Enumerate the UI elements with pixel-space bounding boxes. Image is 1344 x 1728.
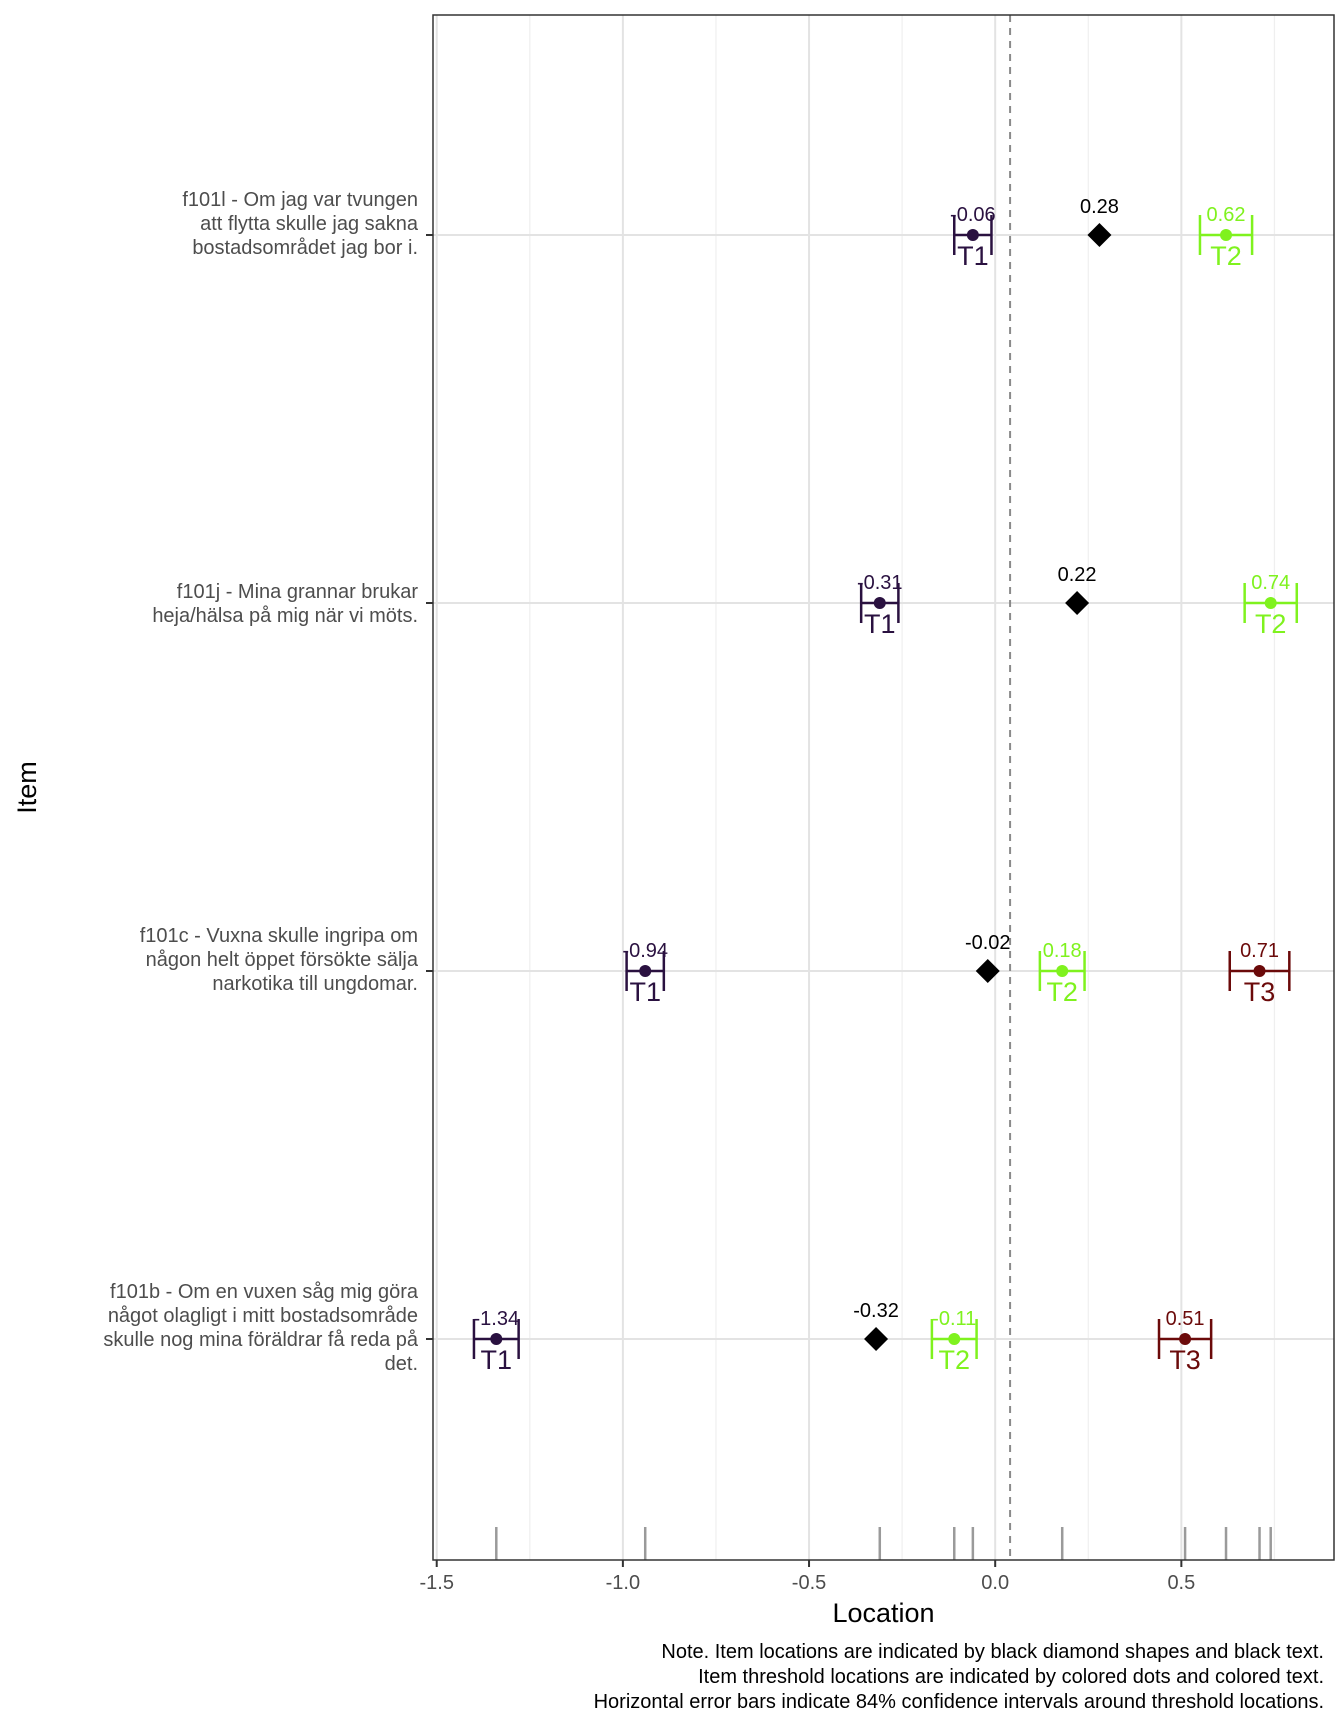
item-location-label: -0.02 xyxy=(965,932,1011,954)
threshold-point xyxy=(490,1333,503,1345)
y-tick-label: f101l - Om jag var tvungen xyxy=(182,189,418,211)
threshold-name-label: T1 xyxy=(864,609,896,639)
y-tick-label: f101j - Mina grannar brukar xyxy=(177,581,419,603)
x-axis-title: Location xyxy=(832,1598,934,1628)
plot-panel xyxy=(433,15,1334,1560)
note-line-3: Horizontal error bars indicate 84% confi… xyxy=(593,1691,1324,1713)
y-tick-label: någon helt öppet försökte sälja xyxy=(146,949,419,971)
threshold-value-label: -0.31 xyxy=(857,572,903,594)
threshold-point xyxy=(1179,1333,1192,1345)
threshold-point xyxy=(1056,965,1069,977)
note-line-2: Item threshold locations are indicated b… xyxy=(698,1666,1324,1688)
threshold-name-label: T2 xyxy=(938,1345,970,1375)
note-line-1: Note. Item locations are indicated by bl… xyxy=(661,1641,1324,1663)
panel-border xyxy=(432,14,1335,1561)
threshold-value-label: -0.06 xyxy=(950,204,996,226)
threshold-value-label: 0.74 xyxy=(1251,572,1290,594)
y-tick-label: f101c - Vuxna skulle ingripa om xyxy=(140,925,418,947)
x-tick-label: 0.5 xyxy=(1167,1572,1195,1594)
y-tick-label: det. xyxy=(385,1353,418,1375)
threshold-name-label: T2 xyxy=(1255,609,1287,639)
threshold-value-label: 0.18 xyxy=(1043,940,1082,962)
threshold-point xyxy=(1253,965,1266,977)
item-location-diamond xyxy=(1087,223,1112,247)
threshold-point xyxy=(873,597,886,609)
item-location-diamond xyxy=(975,959,1000,983)
x-tick-label: -1.5 xyxy=(419,1572,453,1594)
y-axis-title: Item xyxy=(12,761,42,814)
y-tick-label: skulle nog mina föräldrar få reda på xyxy=(103,1329,418,1351)
y-tick-label: bostadsområdet jag bor i. xyxy=(192,237,418,259)
x-tick-label: 0.0 xyxy=(981,1572,1009,1594)
threshold-name-label: T2 xyxy=(1046,977,1078,1007)
item-location-label: 0.28 xyxy=(1080,196,1119,218)
y-tick-label: f101b - Om en vuxen såg mig göra xyxy=(110,1281,419,1303)
item-location-label: 0.22 xyxy=(1058,564,1097,586)
threshold-name-label: T1 xyxy=(957,241,989,271)
x-tick-label: -1.0 xyxy=(606,1572,640,1594)
threshold-point xyxy=(1264,597,1277,609)
threshold-value-label: 0.62 xyxy=(1207,204,1246,226)
item-location-diamond xyxy=(1065,591,1090,615)
threshold-name-label: T3 xyxy=(1169,1345,1201,1375)
threshold-point xyxy=(966,229,979,241)
threshold-value-label: 0.51 xyxy=(1166,1308,1205,1330)
item-location-diamond xyxy=(864,1327,889,1351)
threshold-name-label: T1 xyxy=(481,1345,513,1375)
y-tick-label: narkotika till ungdomar. xyxy=(212,973,418,995)
threshold-value-label: -0.11 xyxy=(932,1308,976,1330)
x-tick-label: -0.5 xyxy=(792,1572,826,1594)
item-location-label: -0.32 xyxy=(853,1300,899,1322)
threshold-name-label: T3 xyxy=(1244,977,1276,1007)
threshold-value-label: -1.34 xyxy=(473,1308,519,1330)
threshold-point xyxy=(948,1333,961,1345)
y-tick-label: något olagligt i mitt bostadsområde xyxy=(108,1305,418,1327)
y-tick-label: att flytta skulle jag sakna xyxy=(200,213,419,235)
threshold-point xyxy=(639,965,652,977)
threshold-value-label: -0.94 xyxy=(622,940,668,962)
threshold-name-label: T1 xyxy=(629,977,661,1007)
threshold-name-label: T2 xyxy=(1210,241,1242,271)
caption-note: Note. Item locations are indicated by bl… xyxy=(424,1640,1324,1715)
threshold-value-label: 0.71 xyxy=(1240,940,1279,962)
y-tick-label: heja/hälsa på mig när vi möts. xyxy=(152,605,418,627)
threshold-point xyxy=(1220,229,1233,241)
